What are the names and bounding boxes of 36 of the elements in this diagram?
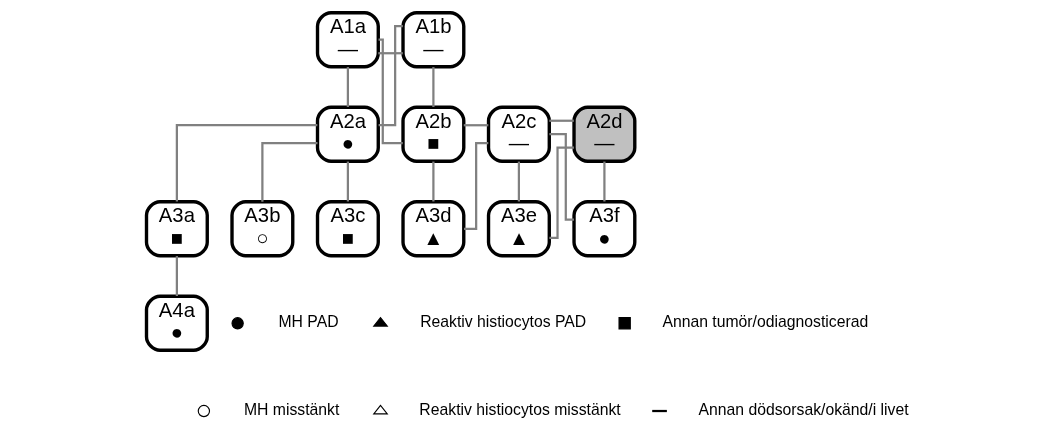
connector <box>378 25 403 127</box>
connector <box>548 119 574 122</box>
connector <box>346 161 349 202</box>
connector <box>260 142 317 202</box>
node-box: A3b ○ <box>229 200 294 258</box>
legend-label: MH misstänkt <box>243 401 339 419</box>
legend-label: Reaktiv histiocytos misstänkt <box>418 401 621 419</box>
node-box: A2d — <box>571 105 636 163</box>
connector <box>377 52 403 55</box>
node-box: A2c — <box>486 105 551 163</box>
node-box: A3e ▲ <box>486 200 551 258</box>
connector <box>463 124 488 127</box>
node-box: A3c ■ <box>315 200 380 258</box>
legend-label: Reaktiv histiocytos PAD <box>419 313 586 331</box>
node-box: A1a — <box>315 11 380 69</box>
node-box: A4a ● <box>144 294 209 352</box>
connector <box>548 133 574 221</box>
connector <box>517 161 520 202</box>
node-box: A2a ● <box>315 105 380 163</box>
legend-label: Annan dödsorsak/okänd/i livet <box>697 401 909 419</box>
connector <box>431 161 435 202</box>
connector <box>602 161 606 202</box>
connector <box>548 146 574 239</box>
connector <box>175 124 317 202</box>
node-box: A3d ▲ <box>400 200 465 258</box>
node-box: A1b — <box>400 11 465 69</box>
node-box: A2b ■ <box>400 105 465 163</box>
connector <box>431 67 435 107</box>
connector <box>463 142 488 230</box>
connector <box>175 256 178 296</box>
connector <box>378 38 403 145</box>
legend-label: Annan tumör/odiagnosticerad <box>661 313 868 331</box>
node-box: A3a ■ <box>144 200 209 258</box>
node-box: A3f ● <box>571 200 636 258</box>
legend-label: MH PAD <box>277 313 339 331</box>
connector <box>346 67 349 107</box>
